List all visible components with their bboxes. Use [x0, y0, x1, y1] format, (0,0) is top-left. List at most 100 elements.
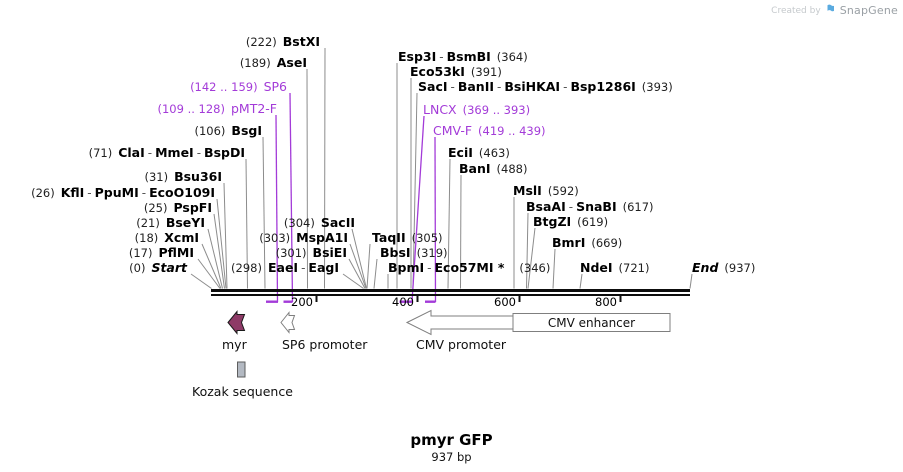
- enzyme-name: EaeI: [267, 259, 299, 275]
- backbone-line-top: [211, 289, 690, 292]
- enzyme-name: AseI: [276, 54, 307, 70]
- myr-label: myr: [222, 337, 247, 352]
- ruler-tick-marks: [315, 295, 622, 302]
- enzyme-name: BanII: [457, 78, 495, 94]
- leader-line-End: [689, 273, 693, 289]
- site-label-SacI: SacI-BanII-BsiHKAI-Bsp1286I(393): [418, 78, 673, 94]
- site-label-BsgI: (106) BsgI: [194, 122, 262, 138]
- site-label-End: End(937): [692, 260, 756, 275]
- plasmid-length: 937 bp: [431, 450, 472, 464]
- site-name-separator: -: [568, 199, 574, 214]
- enzyme-name: BsgI: [231, 122, 262, 138]
- ruler-label-200: 200: [291, 294, 313, 309]
- enzyme-name: BsiHKAI: [504, 78, 561, 94]
- enzyme-name: Esp3I: [398, 48, 437, 64]
- site-label-BpmI: BpmI-Eco57MI *(346): [388, 259, 551, 275]
- enzyme-name: KflI: [60, 184, 85, 200]
- site-position: (301): [275, 245, 307, 260]
- site-name-separator: -: [427, 260, 432, 275]
- site-name-separator: -: [147, 145, 153, 160]
- enzyme-name: Eco57MI *: [434, 259, 505, 275]
- ruler-label-800: 800: [595, 294, 617, 309]
- site-label-XcmI: (18)XcmI: [134, 230, 199, 245]
- site-label-BmrI: BmrI(669): [552, 234, 622, 250]
- leader-line-SacII: [351, 228, 367, 289]
- site-position: (142 .. 159): [190, 79, 258, 94]
- site-position: (31): [144, 169, 169, 184]
- site-name-separator: -: [563, 79, 568, 94]
- ruler-tick-600: [518, 295, 521, 302]
- site-position: (71): [88, 145, 113, 160]
- site-position: (18): [134, 230, 159, 245]
- sp6-promoter-label: SP6 promoter: [282, 337, 368, 352]
- leader-line-PspFI: [213, 213, 225, 289]
- site-label-pMT2F: (109 .. 128)pMT2-F: [157, 100, 277, 116]
- site-label-BstXI: (222)BstXI: [246, 35, 320, 49]
- site-label-SP6: (142 .. 159) SP6: [190, 78, 287, 94]
- enzyme-name: BmrI: [552, 234, 586, 250]
- kozak-sequence-box: [237, 361, 246, 378]
- site-name-separator: -: [439, 49, 444, 64]
- leader-line-MspA1I: [349, 243, 367, 289]
- leader-line-Start: [190, 273, 212, 289]
- primer-bar-pMT2F: [266, 300, 278, 303]
- site-label-ClaI: (71)ClaI-MmeI-BspDI: [88, 144, 245, 160]
- site-position: (304): [283, 215, 315, 230]
- enzyme-name: BanI: [459, 160, 491, 176]
- site-label-Eco53kI: Eco53kI(391): [410, 65, 502, 79]
- site-position: (617): [622, 199, 654, 214]
- site-position: (189): [239, 55, 271, 70]
- site-position: (106): [194, 123, 226, 138]
- site-name-separator: -: [87, 185, 92, 200]
- site-position: (17): [128, 245, 153, 260]
- enzyme-name: Bsu36I: [174, 168, 222, 184]
- enzyme-name: MspA1I: [296, 229, 348, 245]
- enzyme-name: BseYI: [165, 214, 205, 230]
- site-label-Start: (0)Start: [129, 260, 187, 275]
- enzyme-name: Bsp1286I: [570, 78, 636, 94]
- enzyme-name: PspFI: [173, 199, 212, 215]
- myr-feature-arrow: [227, 310, 246, 335]
- leader-line-BmrI: [552, 248, 556, 289]
- site-label-BsaAI: BsaAI-SnaBI(617): [526, 198, 654, 214]
- leader-line-KflI: [216, 198, 227, 289]
- site-position: (346): [519, 260, 551, 275]
- site-position: (463): [478, 145, 510, 160]
- site-label-Esp3I: Esp3I-BsmBI(364): [398, 48, 528, 64]
- site-label-SacII: (304)SacII: [283, 215, 355, 230]
- site-label-TaqII: TaqII(305): [372, 231, 443, 245]
- enzyme-name: SacI: [418, 78, 448, 94]
- enzyme-name: PflMI: [158, 244, 194, 260]
- site-label-KflI: (26)KflI-PpuMI-EcoO109I: [31, 184, 215, 200]
- enzyme-name: pMT2-F: [230, 100, 277, 116]
- site-label-AseI: (189) AseI: [239, 54, 307, 70]
- site-position: (0): [129, 260, 146, 275]
- enzyme-name: EcoO109I: [149, 184, 215, 200]
- enzyme-name: BbsI: [380, 244, 411, 260]
- site-label-EciI: EciI(463): [448, 145, 510, 160]
- site-position: (303): [259, 230, 291, 245]
- enzyme-name: EagI: [308, 259, 339, 275]
- site-name-separator: -: [497, 79, 502, 94]
- enzyme-name: BtgZI: [533, 213, 572, 229]
- enzyme-name: SP6: [263, 78, 287, 94]
- site-label-BanI: BanI (488): [459, 160, 528, 176]
- enzyme-name: CMV-F: [433, 122, 473, 138]
- site-position: (488): [496, 161, 528, 176]
- leader-line-BsiEI: [348, 258, 366, 289]
- plasmid-title: pmyr GFP: [410, 431, 493, 449]
- site-position: (369 .. 393): [462, 102, 531, 117]
- site-name-separator: -: [141, 185, 147, 200]
- ruler-tick-800: [619, 295, 622, 302]
- leader-line-Bsu36I: [223, 182, 228, 289]
- cmv-promoter-arrow: [405, 309, 514, 336]
- enzyme-name: MmeI: [155, 144, 194, 160]
- site-position: (721): [618, 260, 650, 275]
- leader-line-EaeI: [342, 273, 364, 289]
- site-position: (937): [724, 260, 756, 275]
- site-label-EaeI: (298)EaeI-EagI: [231, 259, 339, 275]
- created-by-text: Created by: [771, 5, 821, 16]
- leader-line-TaqII: [366, 243, 371, 289]
- enzyme-name: SnaBI: [576, 198, 617, 214]
